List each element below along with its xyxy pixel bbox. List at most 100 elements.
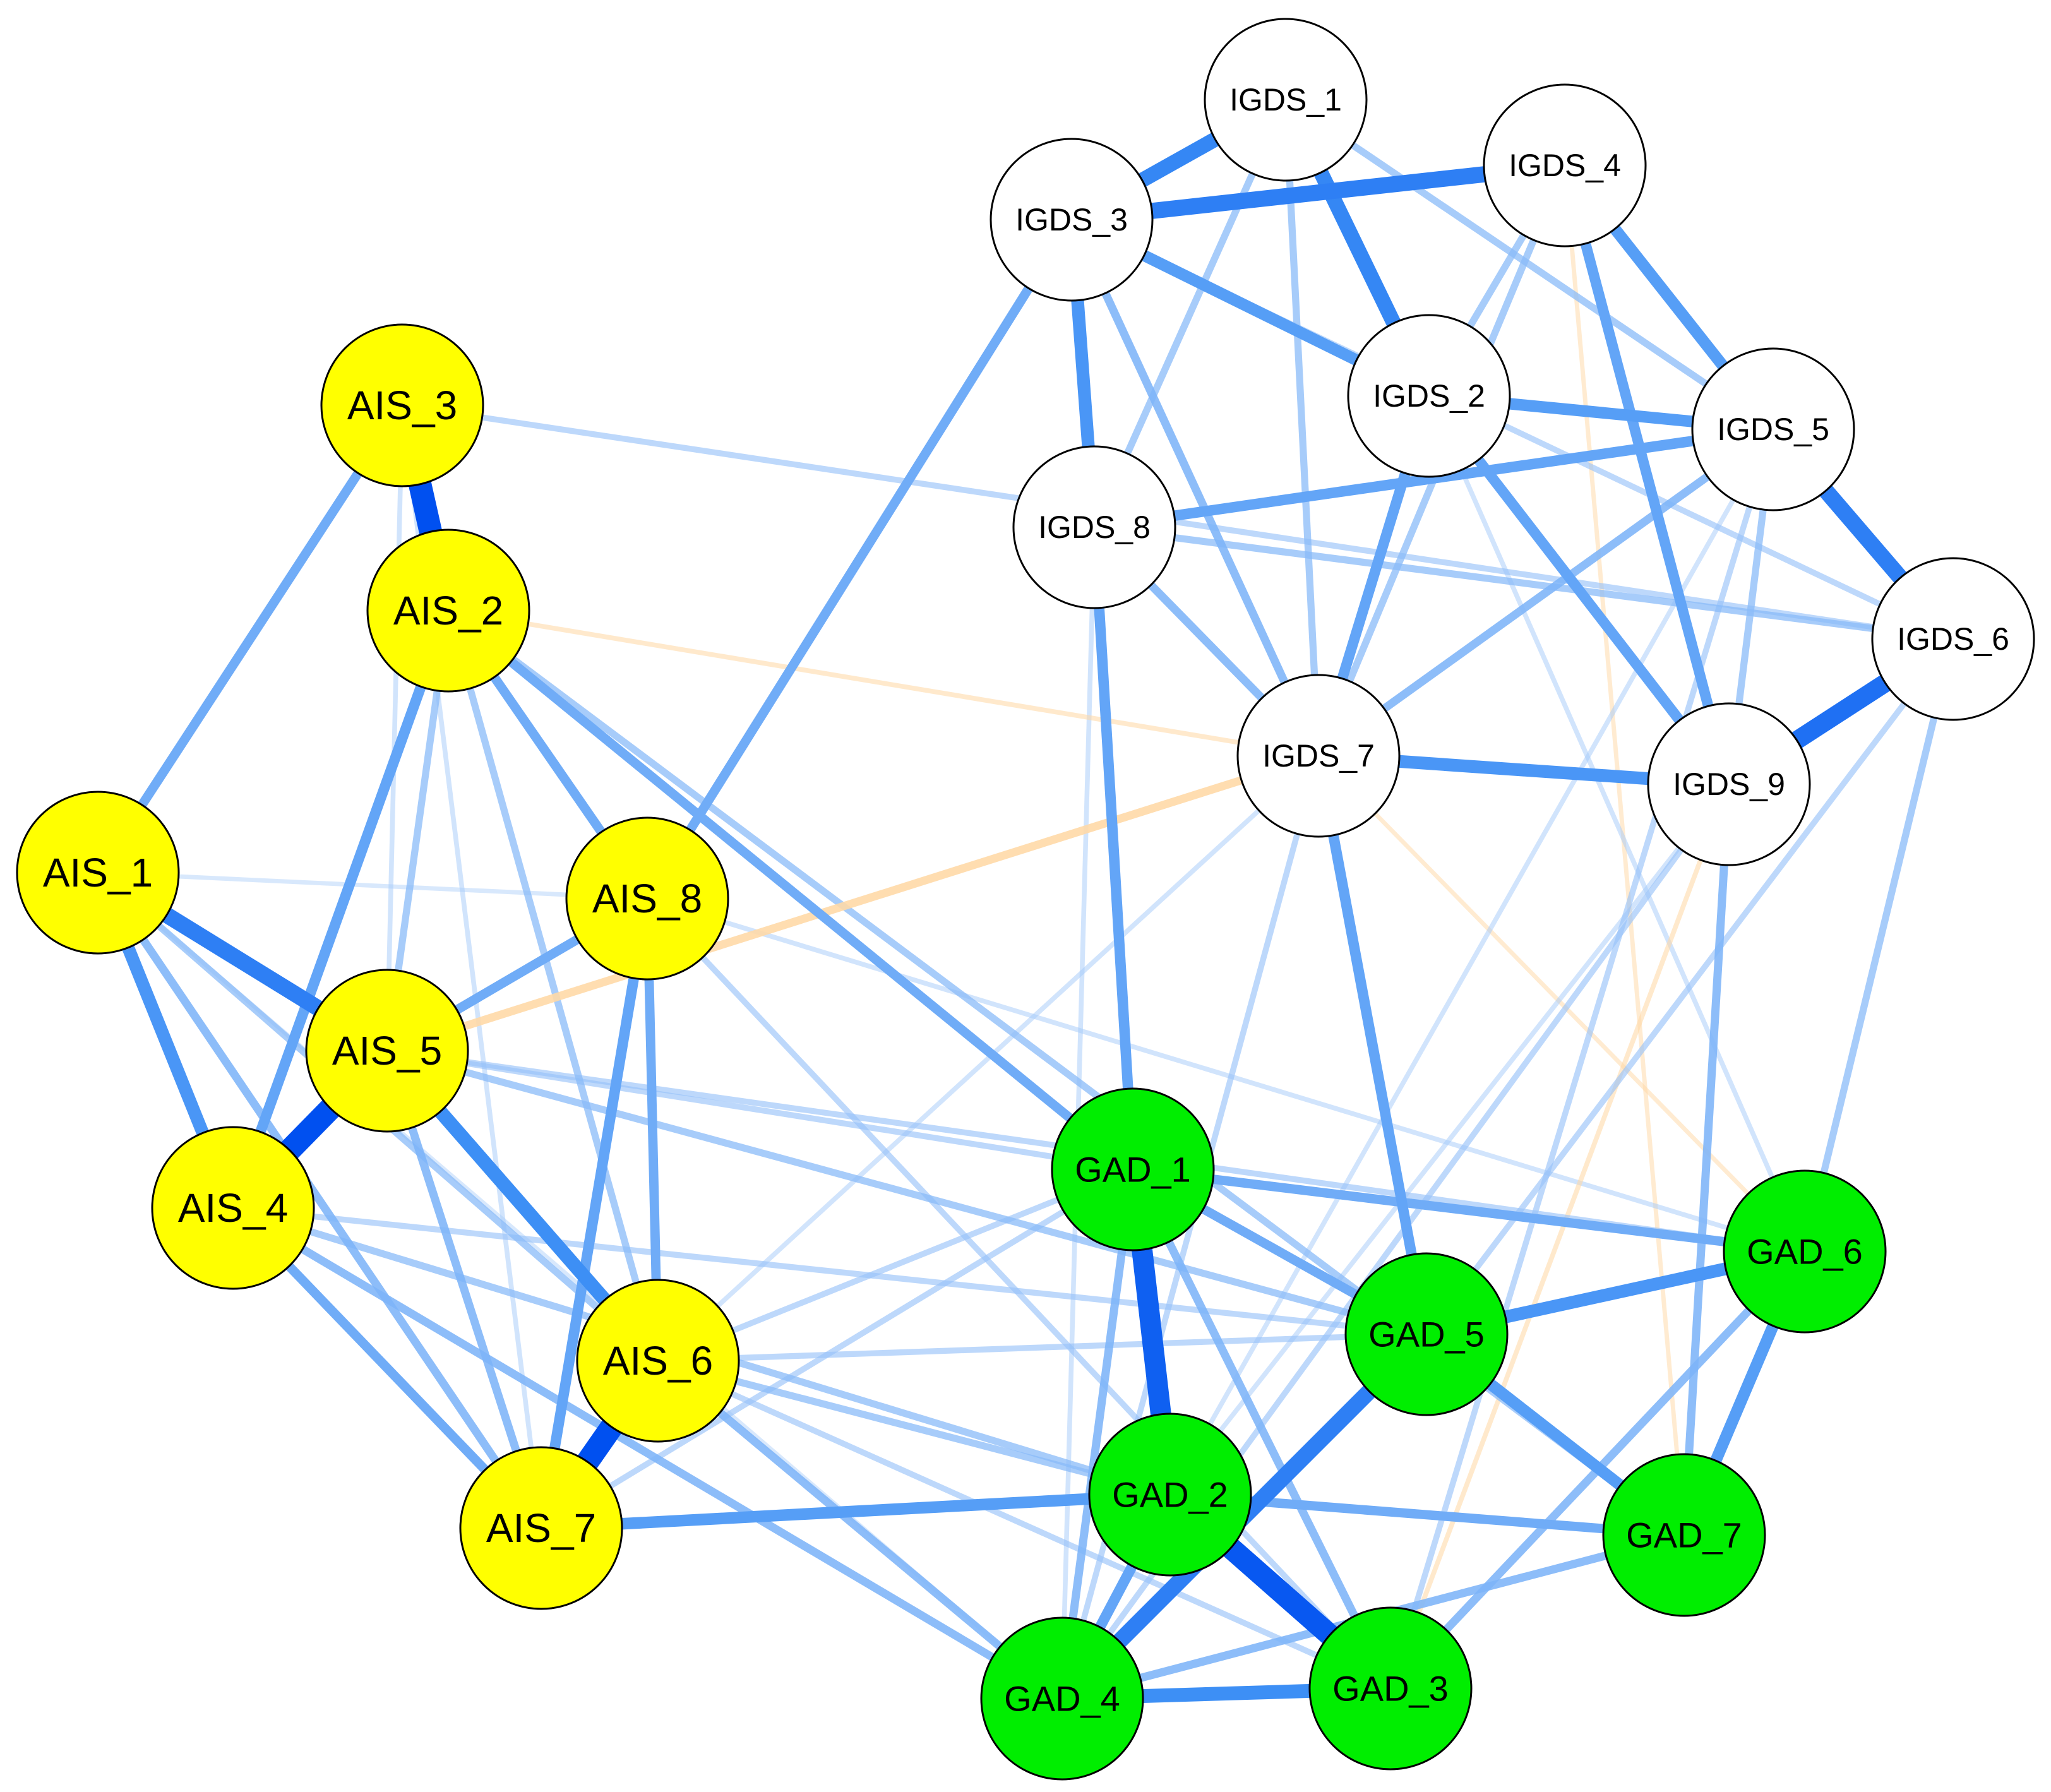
node-circle: [1012, 445, 1176, 609]
node-circle: [1051, 1087, 1215, 1251]
edge-IGDS_1-IGDS_7: [1282, 99, 1322, 756]
node-IGDS_1: IGDS_1: [1204, 18, 1368, 182]
node-label: IGDS_8: [1038, 510, 1151, 545]
node-label: IGDS_2: [1373, 378, 1485, 414]
node-circle: [576, 1279, 740, 1443]
edge-IGDS_5-GAD_3: [1387, 428, 1776, 1690]
node-circle: [1204, 18, 1368, 182]
node-GAD_2: GAD_2: [1088, 1413, 1252, 1577]
node-IGDS_2: IGDS_2: [1347, 314, 1511, 478]
node-circle: [990, 138, 1154, 302]
node-IGDS_9: IGDS_9: [1647, 702, 1811, 866]
edge-AIS_2-AIS_6: [445, 609, 662, 1362]
node-circle: [1236, 674, 1401, 838]
node-circle: [1088, 1413, 1252, 1577]
edge-IGDS_8-GAD_1: [1089, 527, 1139, 1170]
edge-IGDS_9-GAD_3: [1388, 783, 1731, 1690]
edge-IGDS_5-IGDS_7: [1316, 426, 1776, 760]
node-IGDS_7: IGDS_7: [1236, 674, 1401, 838]
node-circle: [1308, 1606, 1473, 1771]
node-circle: [1647, 702, 1811, 866]
node-label: IGDS_5: [1717, 412, 1829, 447]
node-GAD_3: GAD_3: [1308, 1606, 1473, 1771]
node-GAD_6: GAD_6: [1723, 1169, 1887, 1334]
node-AIS_3: AIS_3: [320, 323, 484, 487]
node-label: IGDS_1: [1229, 82, 1342, 117]
edge-GAD_1-GAD_3: [1129, 1168, 1394, 1690]
node-AIS_1: AIS_1: [16, 791, 180, 955]
node-circle: [1344, 1252, 1509, 1416]
edge-AIS_1-AIS_8: [97, 870, 648, 901]
edge-IGDS_9-GAD_2: [1168, 782, 1731, 1496]
node-label: GAD_1: [1075, 1150, 1191, 1190]
edge-AIS_8-GAD_6: [646, 896, 1806, 1254]
node-circle: [1691, 347, 1855, 511]
edge-AIS_3-AIS_1: [93, 402, 407, 876]
edge-IGDS_2-GAD_6: [1426, 395, 1807, 1253]
node-circle: [320, 323, 484, 487]
edge-IGDS_3-IGDS_7: [1068, 218, 1322, 758]
edge-layer: [92, 93, 1959, 1705]
edge-AIS_2-AIS_4: [228, 609, 453, 1210]
edge-AIS_6-GAD_2: [657, 1357, 1171, 1498]
edge-IGDS_4-IGDS_9: [1559, 164, 1735, 786]
edge-IGDS_7-GAD_6: [1317, 754, 1807, 1253]
node-AIS_7: AIS_7: [459, 1446, 623, 1610]
node-label: GAD_3: [1332, 1669, 1449, 1709]
node-AIS_6: AIS_6: [576, 1279, 740, 1443]
node-label: AIS_5: [332, 1028, 442, 1073]
node-AIS_2: AIS_2: [366, 529, 530, 693]
edge-AIS_8-IGDS_3: [643, 217, 1076, 901]
node-label: IGDS_7: [1262, 738, 1375, 774]
node-label: IGDS_4: [1509, 148, 1621, 183]
node-IGDS_6: IGDS_6: [1871, 557, 2035, 721]
node-label: GAD_5: [1368, 1315, 1485, 1354]
edge-AIS_5-GAD_5: [386, 1047, 1428, 1338]
edge-AIS_8-AIS_7: [535, 897, 653, 1529]
edge-AIS_5-IGDS_7: [386, 751, 1320, 1055]
node-label: GAD_2: [1112, 1475, 1228, 1515]
edge-IGDS_4-GAD_7: [1562, 165, 1687, 1536]
node-IGDS_4: IGDS_4: [1483, 83, 1647, 248]
node-label: GAD_7: [1626, 1515, 1742, 1555]
node-circle: [16, 791, 180, 955]
edge-IGDS_6-GAD_6: [1801, 638, 1957, 1253]
node-label: GAD_4: [1004, 1679, 1120, 1719]
node-circle: [1871, 557, 2035, 721]
node-circle: [980, 1616, 1144, 1781]
edge-IGDS_1-IGDS_5: [1283, 97, 1776, 433]
node-label: AIS_3: [347, 383, 457, 428]
node-IGDS_8: IGDS_8: [1012, 445, 1176, 609]
edge-IGDS_7-AIS_6: [656, 754, 1320, 1363]
node-label: AIS_2: [393, 588, 503, 633]
edge-AIS_1-AIS_7: [94, 870, 545, 1531]
edge-AIS_3-AIS_5: [385, 405, 405, 1051]
edge-IGDS_3-IGDS_4: [1070, 157, 1566, 228]
node-label: AIS_8: [592, 876, 702, 921]
node-circle: [366, 529, 530, 693]
edge-IGDS_8-IGDS_6: [1094, 523, 1954, 643]
edge-AIS_6-GAD_1: [657, 1166, 1134, 1364]
node-label: IGDS_6: [1897, 621, 2009, 657]
edge-IGDS_8-IGDS_5: [1093, 424, 1774, 533]
node-label: GAD_6: [1747, 1232, 1863, 1272]
node-label: AIS_7: [486, 1505, 596, 1551]
node-IGDS_3: IGDS_3: [990, 138, 1154, 302]
node-label: IGDS_3: [1015, 202, 1128, 237]
edge-AIS_4-GAD_5: [232, 1205, 1427, 1337]
node-AIS_4: AIS_4: [151, 1126, 315, 1290]
edge-AIS_5-GAD_1: [386, 1048, 1133, 1173]
edge-AIS_6-GAD_3: [657, 1358, 1392, 1692]
edge-AIS_6-GAD_5: [657, 1331, 1427, 1364]
node-circle: [1602, 1453, 1766, 1617]
edge-IGDS_2-IGDS_9: [1425, 392, 1733, 788]
node-circle: [1347, 314, 1511, 478]
edge-IGDS_7-GAD_5: [1313, 755, 1432, 1335]
node-AIS_5: AIS_5: [305, 969, 469, 1133]
node-circle: [565, 816, 729, 981]
edge-AIS_7-GAD_2: [541, 1488, 1171, 1534]
edge-GAD_1-GAD_6: [1132, 1164, 1805, 1257]
node-label: AIS_6: [603, 1338, 713, 1383]
